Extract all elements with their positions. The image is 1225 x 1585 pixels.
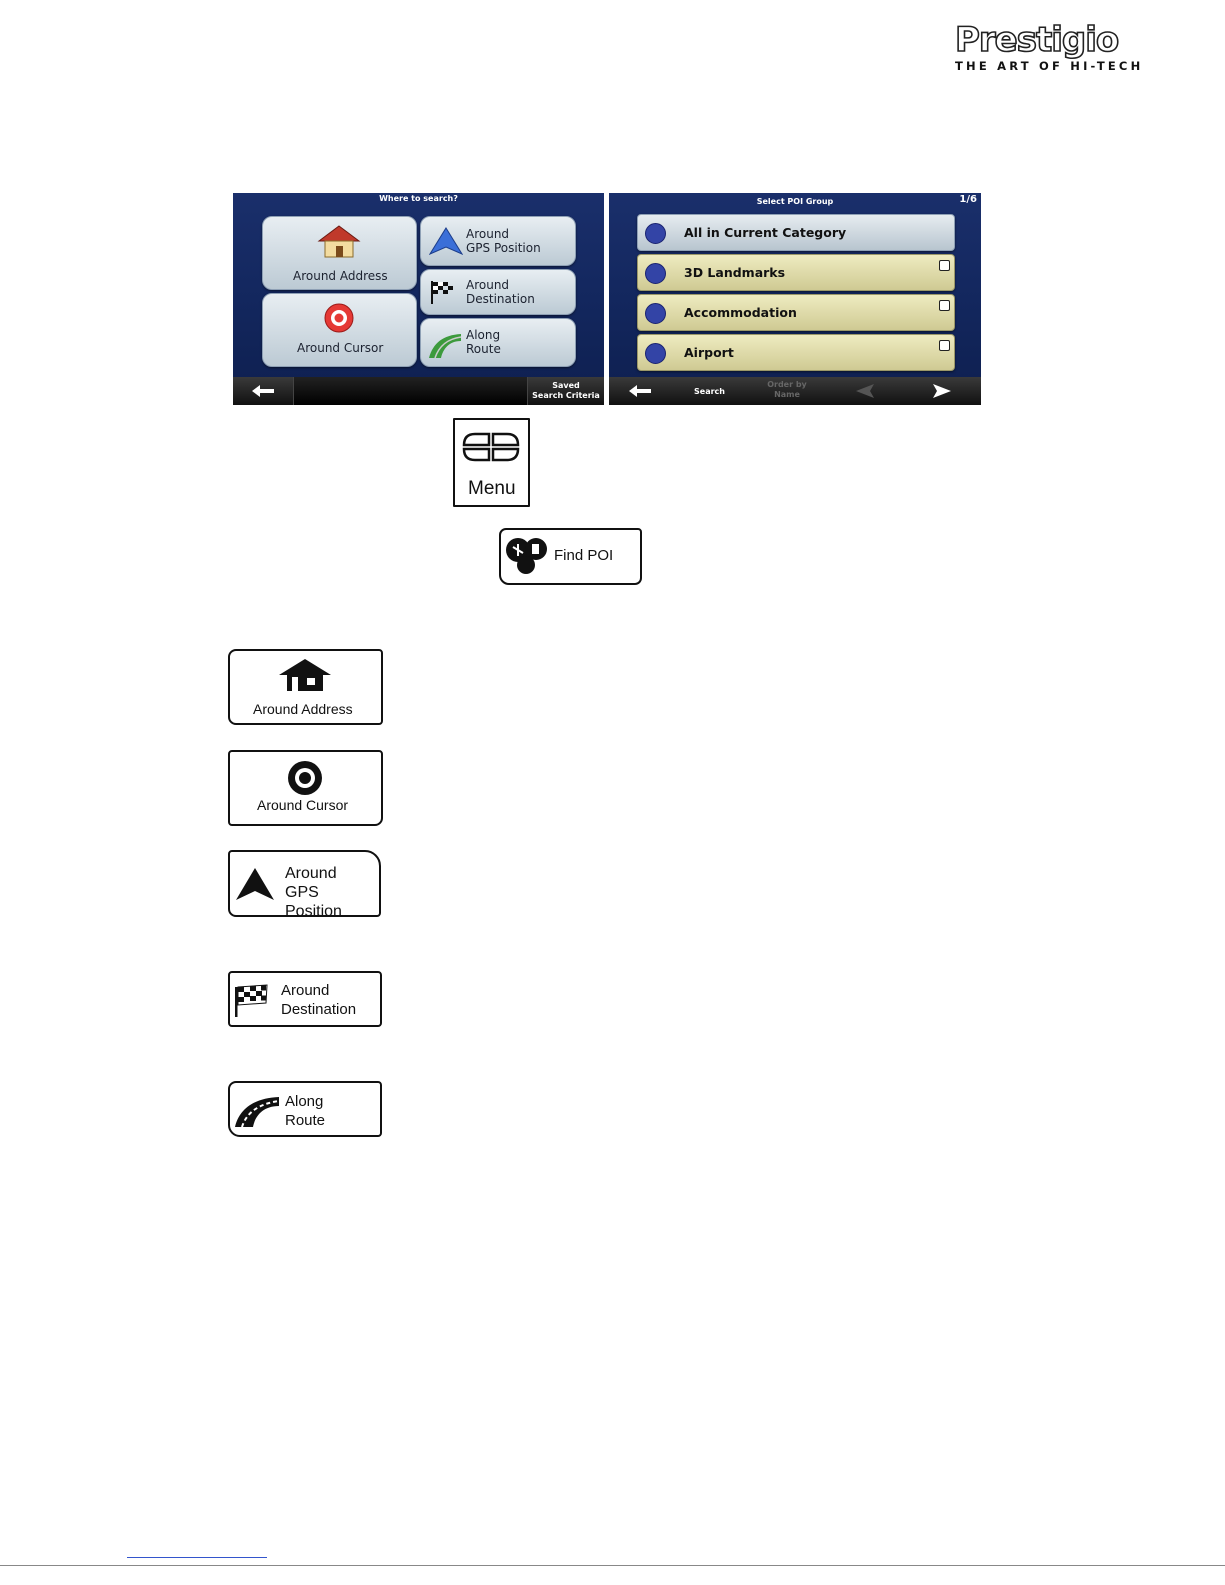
checkered-flag-icon [431, 281, 453, 304]
bed-icon [645, 303, 666, 324]
order-by-label: Order by Name [767, 380, 807, 399]
along-route-label: Along Route [285, 1093, 326, 1129]
poi-row-3d-landmarks[interactable]: 3D Landmarks [637, 254, 955, 291]
poi-row-accommodation[interactable]: Accommodation [637, 294, 955, 331]
checkbox[interactable] [939, 340, 950, 351]
gps-arrow-icon [429, 227, 463, 255]
left-triangle-icon [855, 384, 874, 398]
tile-along-route[interactable]: Along Route [420, 318, 576, 367]
coins-icon [645, 223, 666, 244]
around-destination-button[interactable]: Around Destination [228, 971, 382, 1027]
house-icon [279, 659, 331, 691]
prestigio-logo: Prestigio THE ART OF HI-TECH [954, 20, 1144, 73]
gps-arrow-icon [236, 868, 274, 900]
poi-row-label: 3D Landmarks [684, 265, 786, 280]
screen-title: Select POI Group [756, 197, 834, 206]
tile-around-cursor[interactable]: Around Cursor [262, 293, 417, 367]
menu-label: Menu [468, 478, 516, 499]
page-indicator: 1/6 [959, 194, 977, 205]
back-arrow-icon [252, 385, 274, 397]
search-label: Search [694, 387, 725, 396]
around-gps-label: Around GPS Position [285, 865, 342, 920]
tile-around-gps[interactable]: Around GPS Position [420, 216, 576, 266]
poi-row-label: All in Current Category [684, 225, 847, 240]
tile-around-destination[interactable]: Around Destination [420, 269, 576, 315]
saved-search-label: Saved Search Criteria [532, 381, 600, 400]
menu-grid-icon [462, 432, 520, 462]
tile-around-address[interactable]: Around Address [262, 216, 417, 290]
target-icon [324, 303, 354, 333]
poi-row-label: Airport [684, 345, 734, 360]
poi-icon [506, 538, 547, 574]
poi-row-label: Accommodation [684, 305, 797, 320]
along-route-button[interactable]: Along Route [228, 1081, 382, 1137]
find-poi-button[interactable]: Find POI [499, 528, 642, 585]
checkbox[interactable] [939, 300, 950, 311]
next-page-button[interactable] [903, 377, 981, 405]
checkbox[interactable] [939, 260, 950, 271]
saved-search-criteria-button[interactable]: Saved Search Criteria [527, 377, 604, 405]
find-poi-label: Find POI [554, 547, 614, 564]
road-icon [235, 1097, 280, 1128]
previous-page-button[interactable] [826, 377, 904, 405]
menu-button[interactable]: Menu [453, 418, 530, 507]
select-poi-group-screen: Select POI Group 1/6 All in Current Cate… [609, 193, 981, 405]
target-icon [288, 761, 322, 795]
around-gps-position-button[interactable]: Around GPS Position [228, 850, 381, 920]
back-button[interactable] [233, 377, 294, 405]
airplane-icon [645, 343, 666, 364]
logo-tagline: THE ART OF HI-TECH [955, 59, 1144, 73]
around-address-label: Around Address [253, 701, 353, 717]
tile-label: Around GPS Position [466, 227, 541, 255]
tile-label: Along Route [466, 328, 501, 356]
search-button[interactable]: Search [671, 377, 749, 405]
footer-divider [0, 1565, 1225, 1566]
checkered-flag-icon [235, 984, 268, 1017]
around-address-button[interactable]: Around Address [228, 649, 383, 725]
where-to-search-screen: Where to search? Around Address Around C… [233, 193, 604, 405]
landmark-icon [645, 263, 666, 284]
house-icon [317, 225, 361, 258]
tile-label: Around Address [293, 269, 388, 283]
road-icon [429, 334, 462, 359]
around-destination-label: Around Destination [281, 982, 357, 1018]
poi-row-airport[interactable]: Airport [637, 334, 955, 371]
back-arrow-icon [629, 385, 651, 397]
logo-brand: Prestigio [954, 20, 1120, 60]
poi-row-all-in-current-category[interactable]: All in Current Category [637, 214, 955, 251]
around-cursor-button[interactable]: Around Cursor [228, 750, 383, 826]
bottom-bar: Search Order by Name [609, 377, 981, 405]
footer-link-underline [127, 1557, 267, 1558]
right-triangle-icon [933, 384, 951, 398]
tile-label: Around Destination [466, 278, 535, 306]
back-button[interactable] [609, 377, 672, 405]
order-by-name-button[interactable]: Order by Name [748, 377, 827, 405]
bottom-bar: Saved Search Criteria [233, 377, 604, 405]
tile-label: Around Cursor [297, 341, 384, 355]
screen-title: Where to search? [379, 194, 458, 203]
around-cursor-label: Around Cursor [257, 797, 349, 813]
